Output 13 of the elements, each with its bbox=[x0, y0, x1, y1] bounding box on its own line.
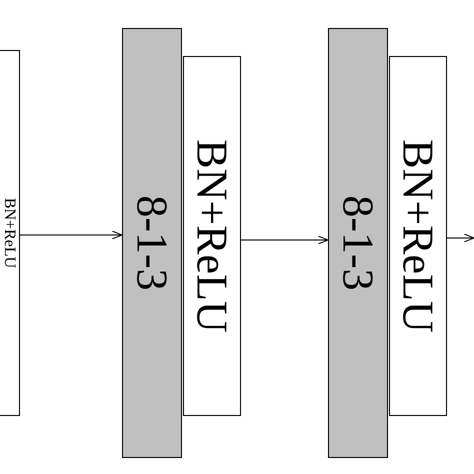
arrow bbox=[446, 234, 474, 242]
bn-relu-box bbox=[183, 56, 241, 416]
layer-label: BN+ReLU bbox=[396, 139, 440, 333]
conv-layer-box bbox=[122, 28, 182, 458]
conv-layer-box bbox=[328, 28, 388, 458]
layer-label: BN+ReLU bbox=[190, 139, 234, 333]
layer-label: 8-1-3 bbox=[336, 195, 380, 291]
arrow bbox=[20, 230, 122, 240]
layer-label: 8-1-3 bbox=[130, 195, 174, 291]
arrow bbox=[240, 236, 328, 244]
bn-relu-box bbox=[389, 56, 447, 416]
layer-label: BN+ReLU bbox=[1, 198, 17, 268]
bn-relu-box bbox=[0, 50, 20, 416]
